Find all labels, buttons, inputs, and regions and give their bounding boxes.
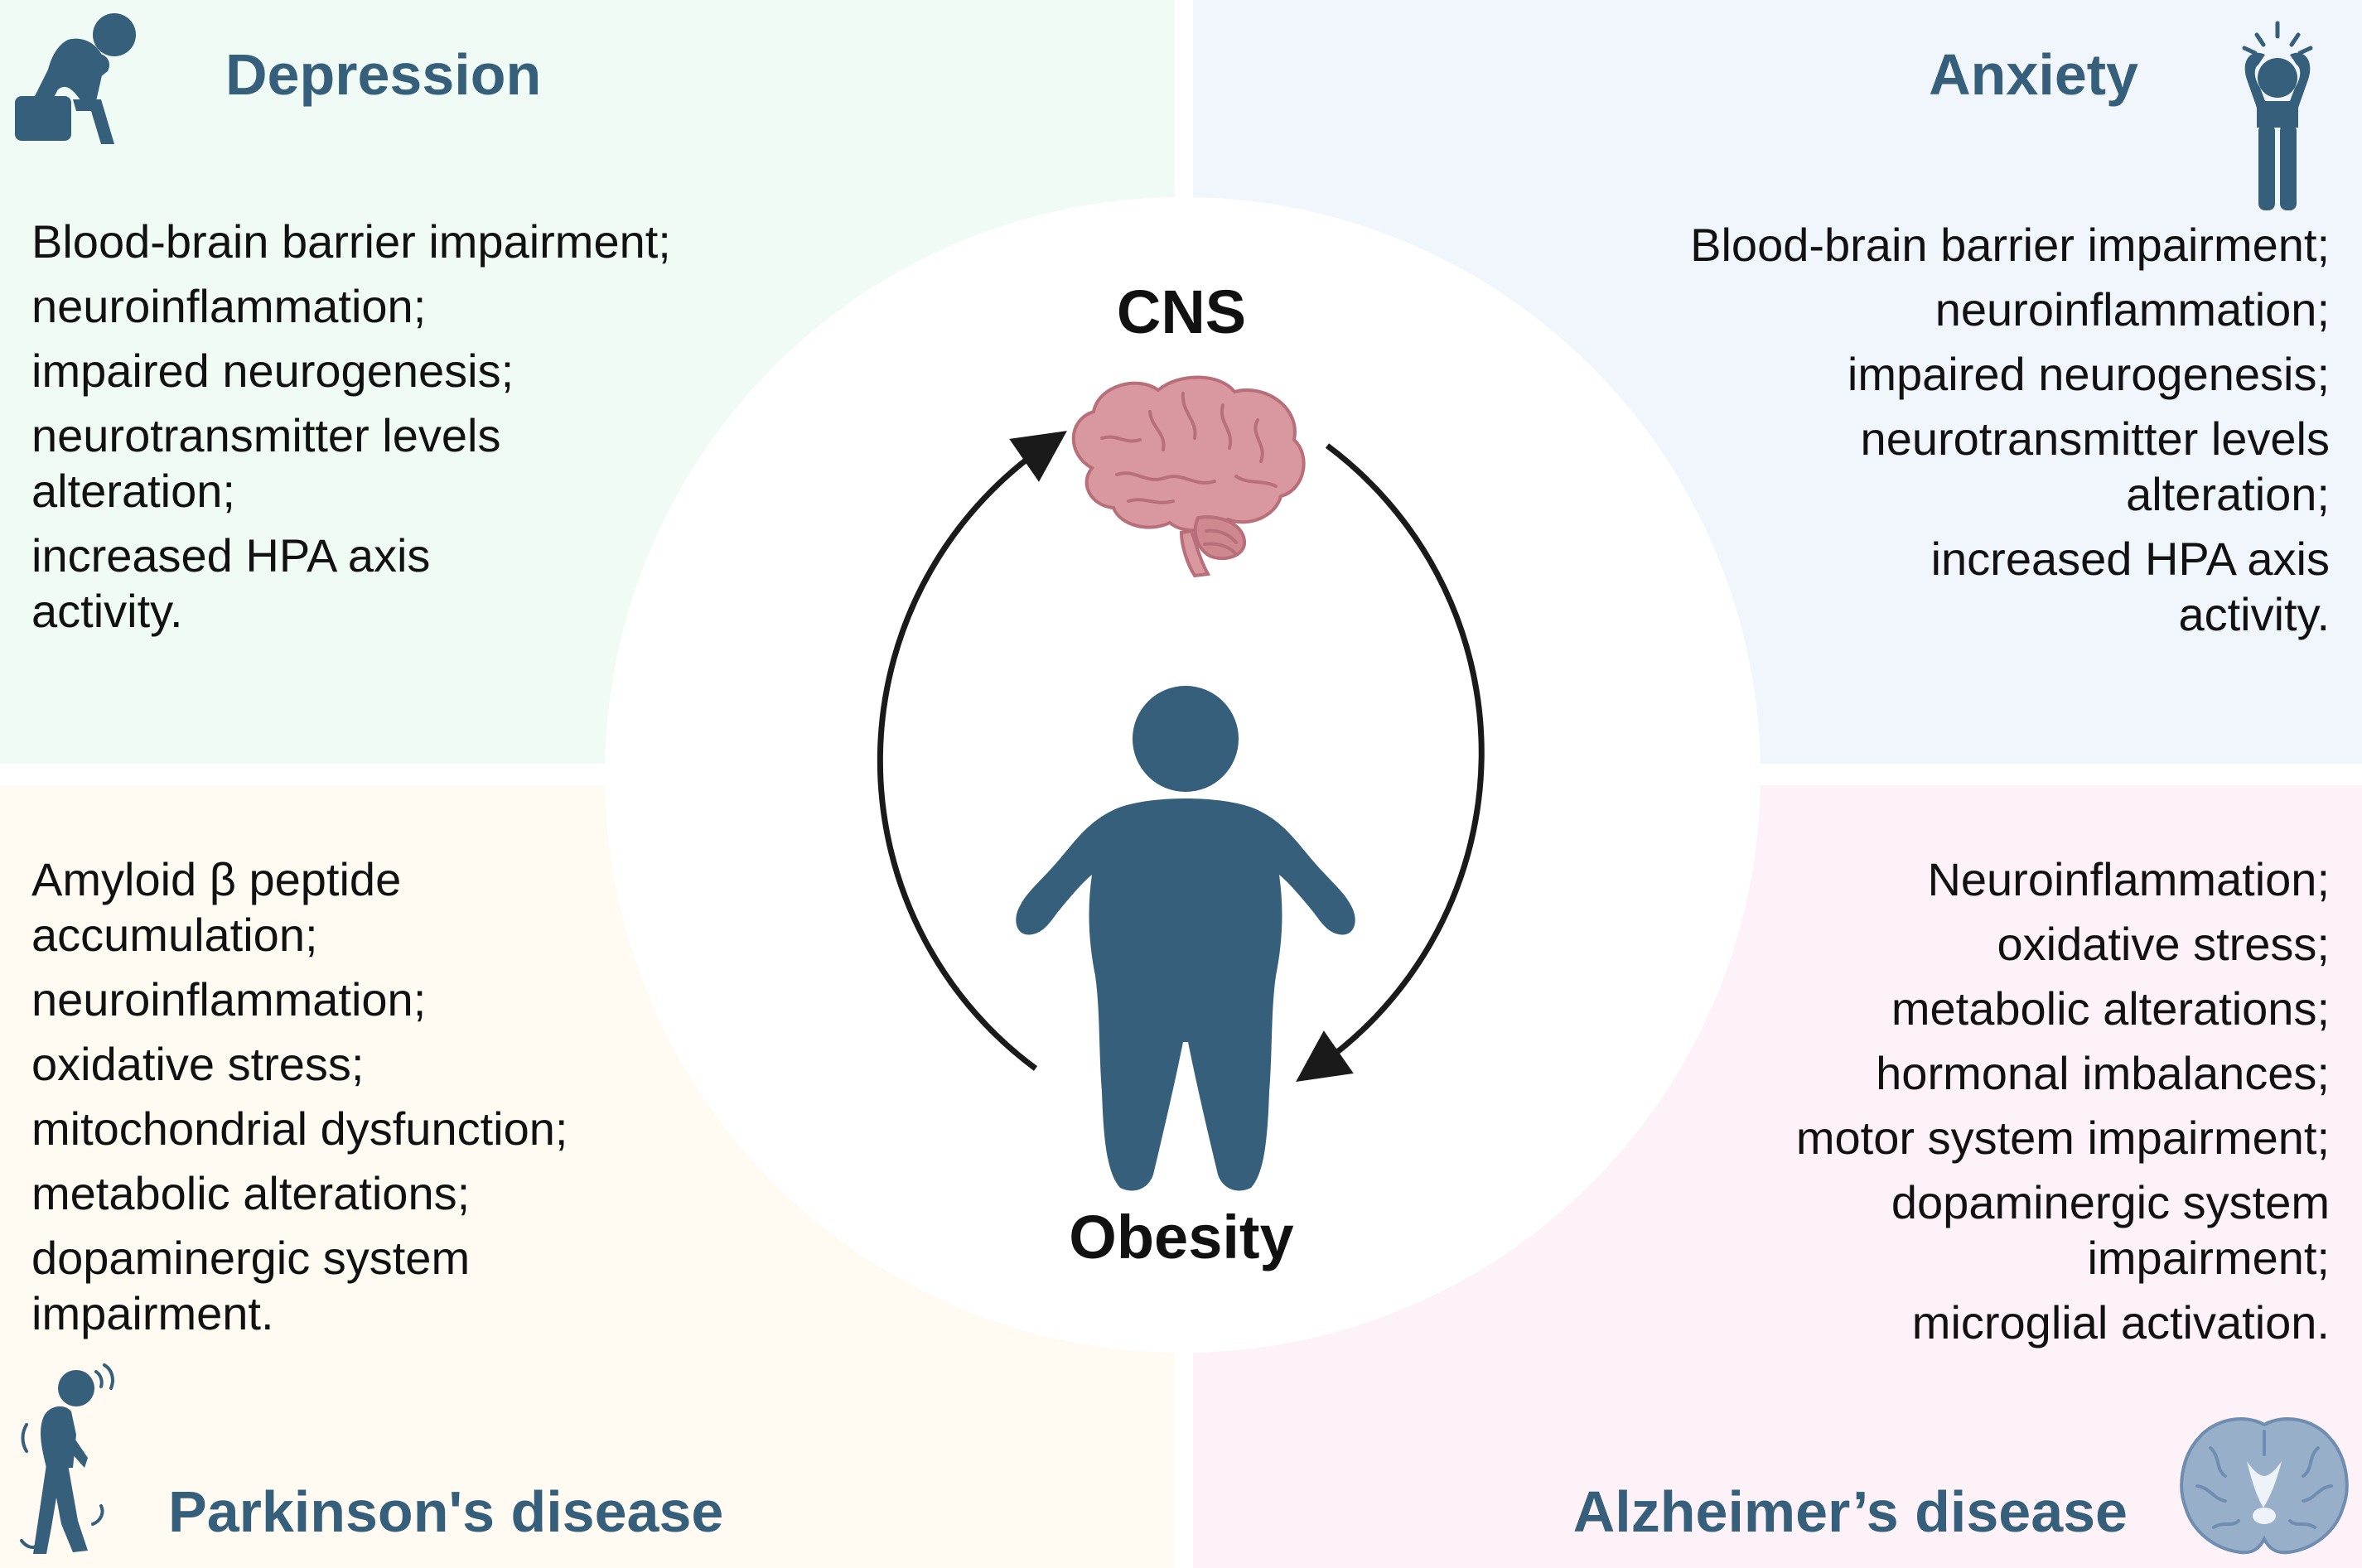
obese-person-icon [1016, 686, 1355, 1191]
list-item: hormonal imbalances; [1876, 1047, 2330, 1099]
list-item: increased HPA axis activity. [31, 529, 431, 637]
list-item: increased HPA axis activity. [1930, 533, 2330, 640]
list-item: metabolic alterations; [31, 1167, 471, 1219]
list-item: neuroinflammation; [1935, 283, 2330, 335]
trembling-person-icon [20, 1363, 114, 1554]
list-item: oxidative stress; [31, 1038, 365, 1090]
list-item: neurotransmitter levels alteration; [31, 409, 501, 517]
list-item: microglial activation. [1911, 1296, 2330, 1348]
list-item: neuroinflammation; [31, 280, 427, 332]
list-item: dopaminergic system impairment; [1891, 1176, 2330, 1284]
obesity-label: Obesity [1069, 1203, 1294, 1271]
list-item: motor system impairment; [1795, 1112, 2330, 1164]
brain-section-icon [2180, 1417, 2349, 1555]
anxious-person-icon [2242, 21, 2313, 210]
list-item: Blood-brain barrier impairment; [1690, 219, 2330, 271]
sad-person-icon [15, 13, 136, 144]
list-item: Neuroinflammation; [1927, 853, 2330, 905]
brain-icon [1071, 375, 1306, 577]
alzheimers-title: Alzheimer’s disease [1572, 1479, 2128, 1544]
depression-title: Depression [225, 42, 542, 107]
anxiety-title: Anxiety [1929, 42, 2138, 107]
anxiety-list: Blood-brain barrier impairment; neuroinf… [1584, 217, 2330, 651]
list-item: mitochondrial dysfunction; [31, 1102, 568, 1155]
list-item: impaired neurogenesis; [31, 345, 514, 397]
list-item: neuroinflammation; [31, 973, 427, 1025]
parkinsons-list: Amyloid β peptide accumulation; neuroinf… [31, 852, 777, 1350]
list-item: neurotransmitter levels alteration; [1860, 413, 2330, 520]
list-item: dopaminergic system impairment. [31, 1232, 471, 1339]
list-item: Amyloid β peptide accumulation; [31, 853, 402, 961]
list-item: oxidative stress; [1997, 918, 2331, 970]
alzheimers-list: Neuroinflammation; oxidative stress; met… [1584, 852, 2330, 1359]
depression-list: Blood-brain barrier impairment; neuroinf… [31, 214, 777, 648]
list-item: Blood-brain barrier impairment; [31, 215, 671, 268]
list-item: metabolic alterations; [1891, 982, 2330, 1035]
cns-label: CNS [1116, 277, 1247, 346]
parkinsons-title: Parkinson's disease [168, 1479, 724, 1544]
list-item: impaired neurogenesis; [1847, 348, 2330, 400]
